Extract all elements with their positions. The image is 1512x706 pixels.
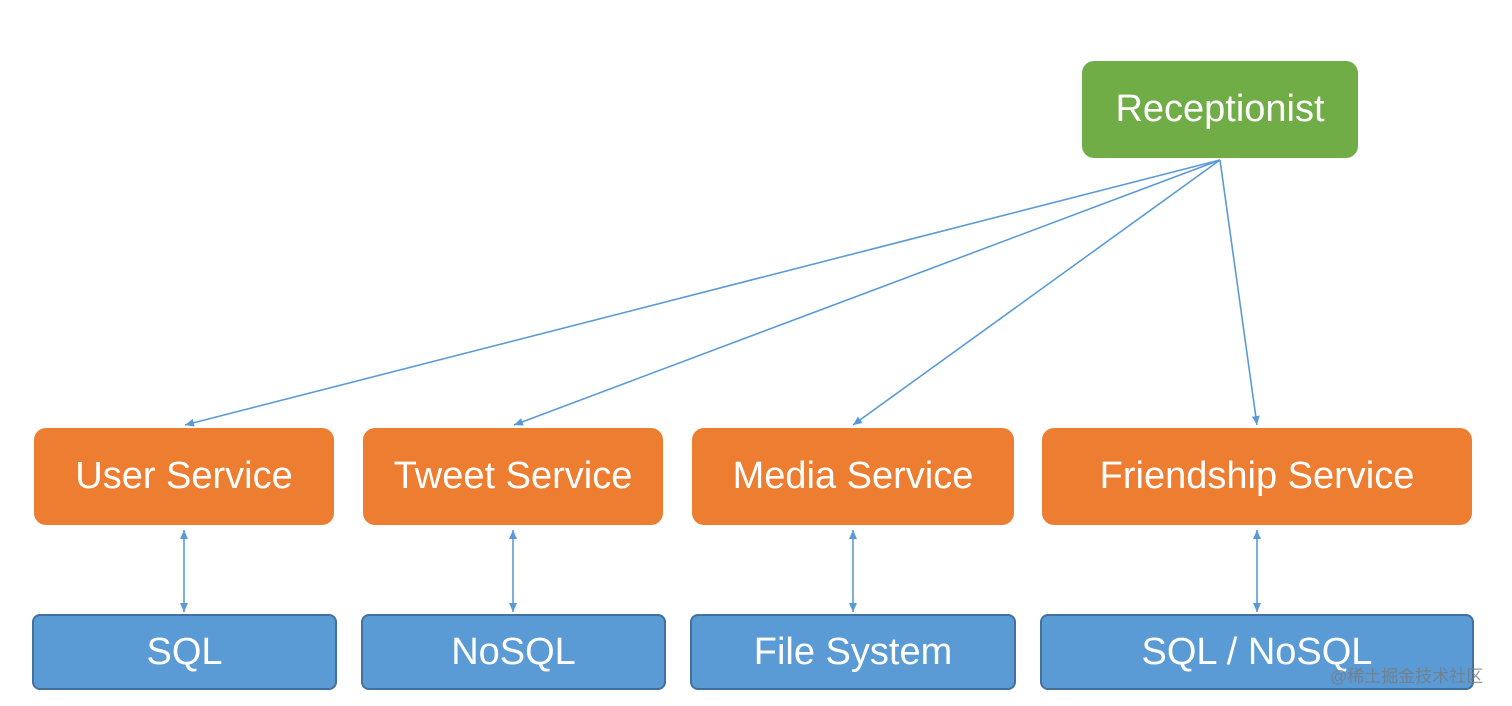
tweet-service-node: Tweet Service xyxy=(363,428,663,525)
friendship-service-label: Friendship Service xyxy=(1099,455,1415,497)
sql-nosql-store-node: SQL / NoSQL xyxy=(1040,614,1474,690)
arrow-receptionist-to-tweet-service xyxy=(513,159,1221,426)
user-service-label: User Service xyxy=(75,455,293,497)
tweet-service-label: Tweet Service xyxy=(393,455,633,497)
receptionist-node: Receptionist xyxy=(1082,61,1358,158)
watermark-text: @稀土掘金技术社区 xyxy=(1330,667,1484,686)
arrow-receptionist-to-friendship-service xyxy=(1219,159,1260,426)
sql-nosql-store-label: SQL / NoSQL xyxy=(1141,630,1373,673)
file-system-store-label: File System xyxy=(753,630,953,673)
media-service-node: Media Service xyxy=(692,428,1014,525)
arrow-receptionist-to-media-service xyxy=(852,159,1221,426)
sql-store-label: SQL xyxy=(146,630,223,673)
nosql-store-node: NoSQL xyxy=(361,614,666,690)
arrow-receptionist-to-user-service xyxy=(184,159,1221,427)
user-service-node: User Service xyxy=(34,428,334,525)
media-service-label: Media Service xyxy=(732,455,974,497)
sql-store-node: SQL xyxy=(32,614,337,690)
file-system-store-node: File System xyxy=(690,614,1016,690)
receptionist-label: Receptionist xyxy=(1115,88,1325,130)
friendship-service-node: Friendship Service xyxy=(1042,428,1472,525)
nosql-store-label: NoSQL xyxy=(451,630,576,673)
